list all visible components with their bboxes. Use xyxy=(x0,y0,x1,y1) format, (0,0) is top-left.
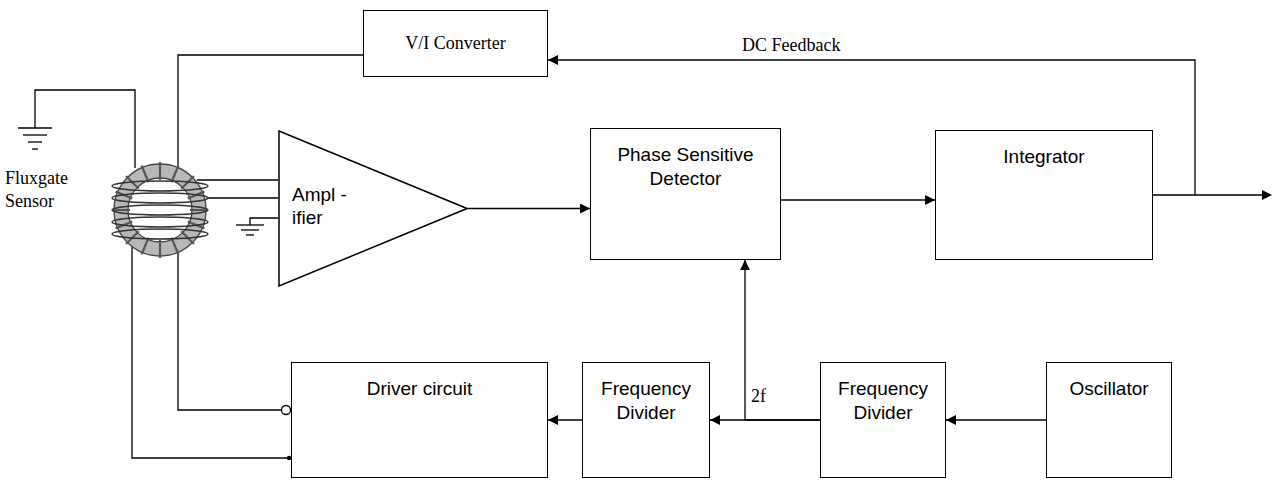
process-box: Frequency Divider xyxy=(582,362,710,478)
ground-symbol xyxy=(18,128,52,149)
connector xyxy=(178,55,363,168)
process-box: Phase Sensitive Detector xyxy=(590,128,781,260)
node-text: Driver circuit xyxy=(367,377,473,401)
coil-drawing xyxy=(5,115,215,265)
connector xyxy=(946,420,1046,421)
node-text: Frequency Divider xyxy=(829,377,937,425)
node-text: Frequency Divider xyxy=(591,377,701,425)
process-box: Frequency Divider xyxy=(820,362,946,478)
converter-box: V/I Converter xyxy=(363,10,548,77)
connector-line xyxy=(178,55,363,168)
connector-line xyxy=(946,419,1046,420)
node-text: Integrator xyxy=(1003,145,1084,169)
process-box: Integrator xyxy=(935,130,1153,260)
process-box: Oscillator xyxy=(1046,362,1172,478)
connector-line xyxy=(548,419,582,420)
ground-symbol xyxy=(236,225,264,235)
connector xyxy=(468,208,590,209)
connector-line xyxy=(132,246,291,458)
connector xyxy=(548,420,582,421)
node-text: Oscillator xyxy=(1069,377,1148,401)
output-line xyxy=(1195,194,1262,195)
fluxgate-sensor: Fluxgate Sensor xyxy=(5,115,215,265)
connector xyxy=(197,180,278,198)
ground-wire xyxy=(250,218,278,225)
edge-label: DC Feedback xyxy=(739,35,843,56)
amplifier-triangle: Ampl -ifier xyxy=(278,130,468,287)
connector-line xyxy=(206,197,278,198)
connector-line xyxy=(178,252,282,410)
connector-line xyxy=(781,199,935,200)
node-text: V/I Converter xyxy=(401,32,511,55)
connector-line xyxy=(468,208,590,209)
connector-line xyxy=(745,260,820,420)
connector xyxy=(745,260,820,420)
node-text: Fluxgate Sensor xyxy=(5,167,83,212)
process-box: Driver circuit xyxy=(291,362,548,478)
ground-wire xyxy=(35,90,135,168)
connector-line xyxy=(197,179,278,180)
signal-label: 2f xyxy=(748,386,769,407)
inverting-bubble xyxy=(282,406,291,415)
node-text: Ampl -ifier xyxy=(292,183,354,231)
connector xyxy=(781,200,935,201)
node-text: Phase Sensitive Detector xyxy=(599,143,772,191)
connector xyxy=(132,246,291,458)
output-arrowhead xyxy=(1262,190,1272,200)
